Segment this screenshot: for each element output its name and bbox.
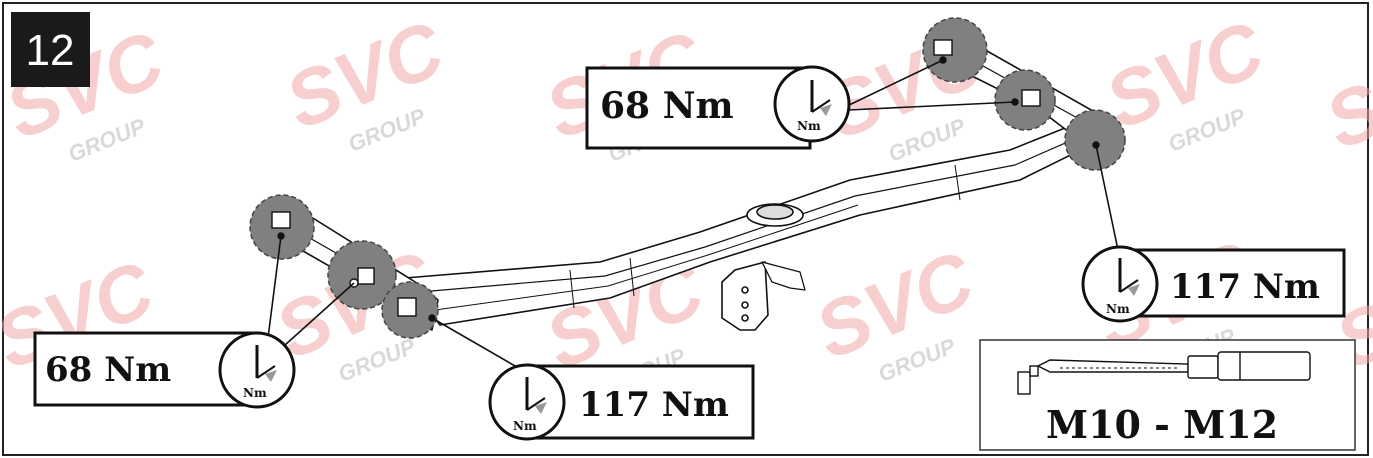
torque-label-117-bottom: Nm 117 Nm <box>488 363 755 441</box>
bolt-icon <box>1017 351 1311 395</box>
watermark-brand: SVC <box>1313 23 1373 165</box>
bolt-highlight-right-upper <box>922 17 988 83</box>
torque-unit: Nm <box>797 119 821 133</box>
step-number: 12 <box>26 26 75 75</box>
torque-unit: Nm <box>513 419 537 433</box>
bolt-size-label: M10 - M12 <box>1046 402 1278 447</box>
torque-value: 117 Nm <box>579 385 729 425</box>
torque-value: 68 Nm <box>600 85 734 127</box>
bolt-size-inset: M10 - M12 <box>979 339 1356 451</box>
torque-label-117-right: Nm 117 Nm <box>1081 245 1346 323</box>
torque-label-68-left: 68 Nm Nm <box>33 331 296 409</box>
hitch-mount-plate <box>721 261 769 331</box>
leader-lines <box>267 59 1119 371</box>
torque-unit: Nm <box>243 386 267 400</box>
torque-unit: Nm <box>1106 302 1130 316</box>
torque-label-68-top: 68 Nm Nm <box>585 65 851 150</box>
bolt-highlight-right-lower <box>1064 109 1126 171</box>
torque-value: 117 Nm <box>1170 267 1320 307</box>
step-badge: 12 <box>11 12 90 87</box>
torque-value: 68 Nm <box>45 350 171 390</box>
